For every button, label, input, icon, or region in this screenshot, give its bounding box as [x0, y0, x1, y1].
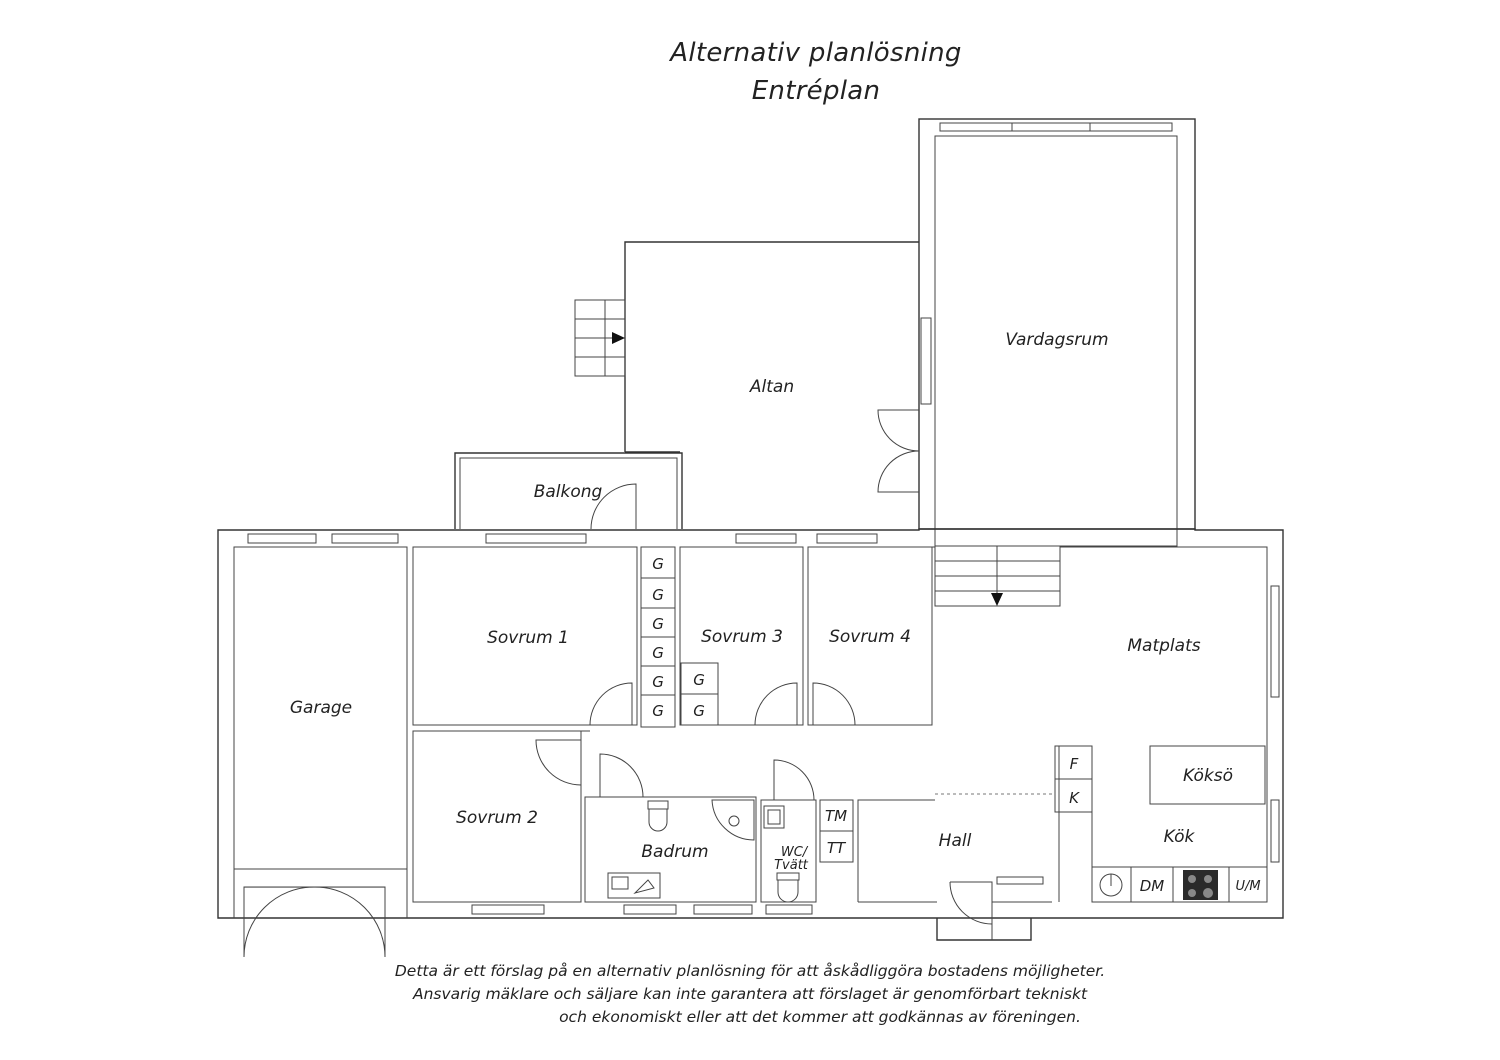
label-matplats: Matplats [1127, 636, 1200, 656]
disclaimer-line-1: Detta är ett förslag på en alternativ pl… [394, 962, 1106, 980]
wardrobe-label: G [652, 586, 664, 604]
dishwasher-label: DM [1140, 877, 1165, 895]
oven-micro-label: U/M [1235, 879, 1260, 894]
wardrobe-label: G [693, 671, 705, 689]
wardrobe-label: G [693, 702, 705, 720]
label-wc: WC/ [781, 845, 809, 860]
label-sovrum-3: Sovrum 3 [701, 627, 783, 647]
label-kok: Kök [1164, 827, 1196, 847]
tumble-dryer-label: TT [827, 839, 847, 857]
label-sovrum-2: Sovrum 2 [456, 808, 538, 828]
label-badrum: Badrum [641, 842, 708, 862]
disclaimer-line-3: och ekonomiskt eller att det kommer att … [559, 1008, 1081, 1026]
wardrobe-label: G [652, 702, 664, 720]
dryer-label: TM [825, 807, 847, 825]
freezer-label: K [1069, 789, 1080, 807]
plan-title: Alternativ planlösning [670, 38, 962, 68]
label-garage: Garage [290, 698, 352, 718]
label-tvatt: Tvätt [774, 858, 809, 873]
label-sovrum-4: Sovrum 4 [829, 627, 911, 647]
disclaimer-line-2: Ansvarig mäklare och säljare kan inte ga… [412, 985, 1088, 1003]
wardrobe-label: G [652, 555, 664, 573]
wardrobe-label: G [652, 644, 664, 662]
label-sovrum-1: Sovrum 1 [487, 628, 569, 648]
wardrobe-label: G [652, 615, 664, 633]
label-balkong: Balkong [534, 482, 603, 502]
wardrobe-label: G [652, 673, 664, 691]
fridge-label: F [1070, 755, 1079, 773]
label-vardagsrum: Vardagsrum [1005, 330, 1108, 350]
house-walls [217, 528, 1284, 958]
balkong-outline [454, 452, 683, 530]
label-hall: Hall [939, 831, 972, 851]
label-koksö: Köksö [1183, 766, 1233, 786]
plan-subtitle: Entréplan [751, 76, 881, 106]
altan-outline [574, 241, 920, 493]
label-altan: Altan [749, 377, 794, 397]
